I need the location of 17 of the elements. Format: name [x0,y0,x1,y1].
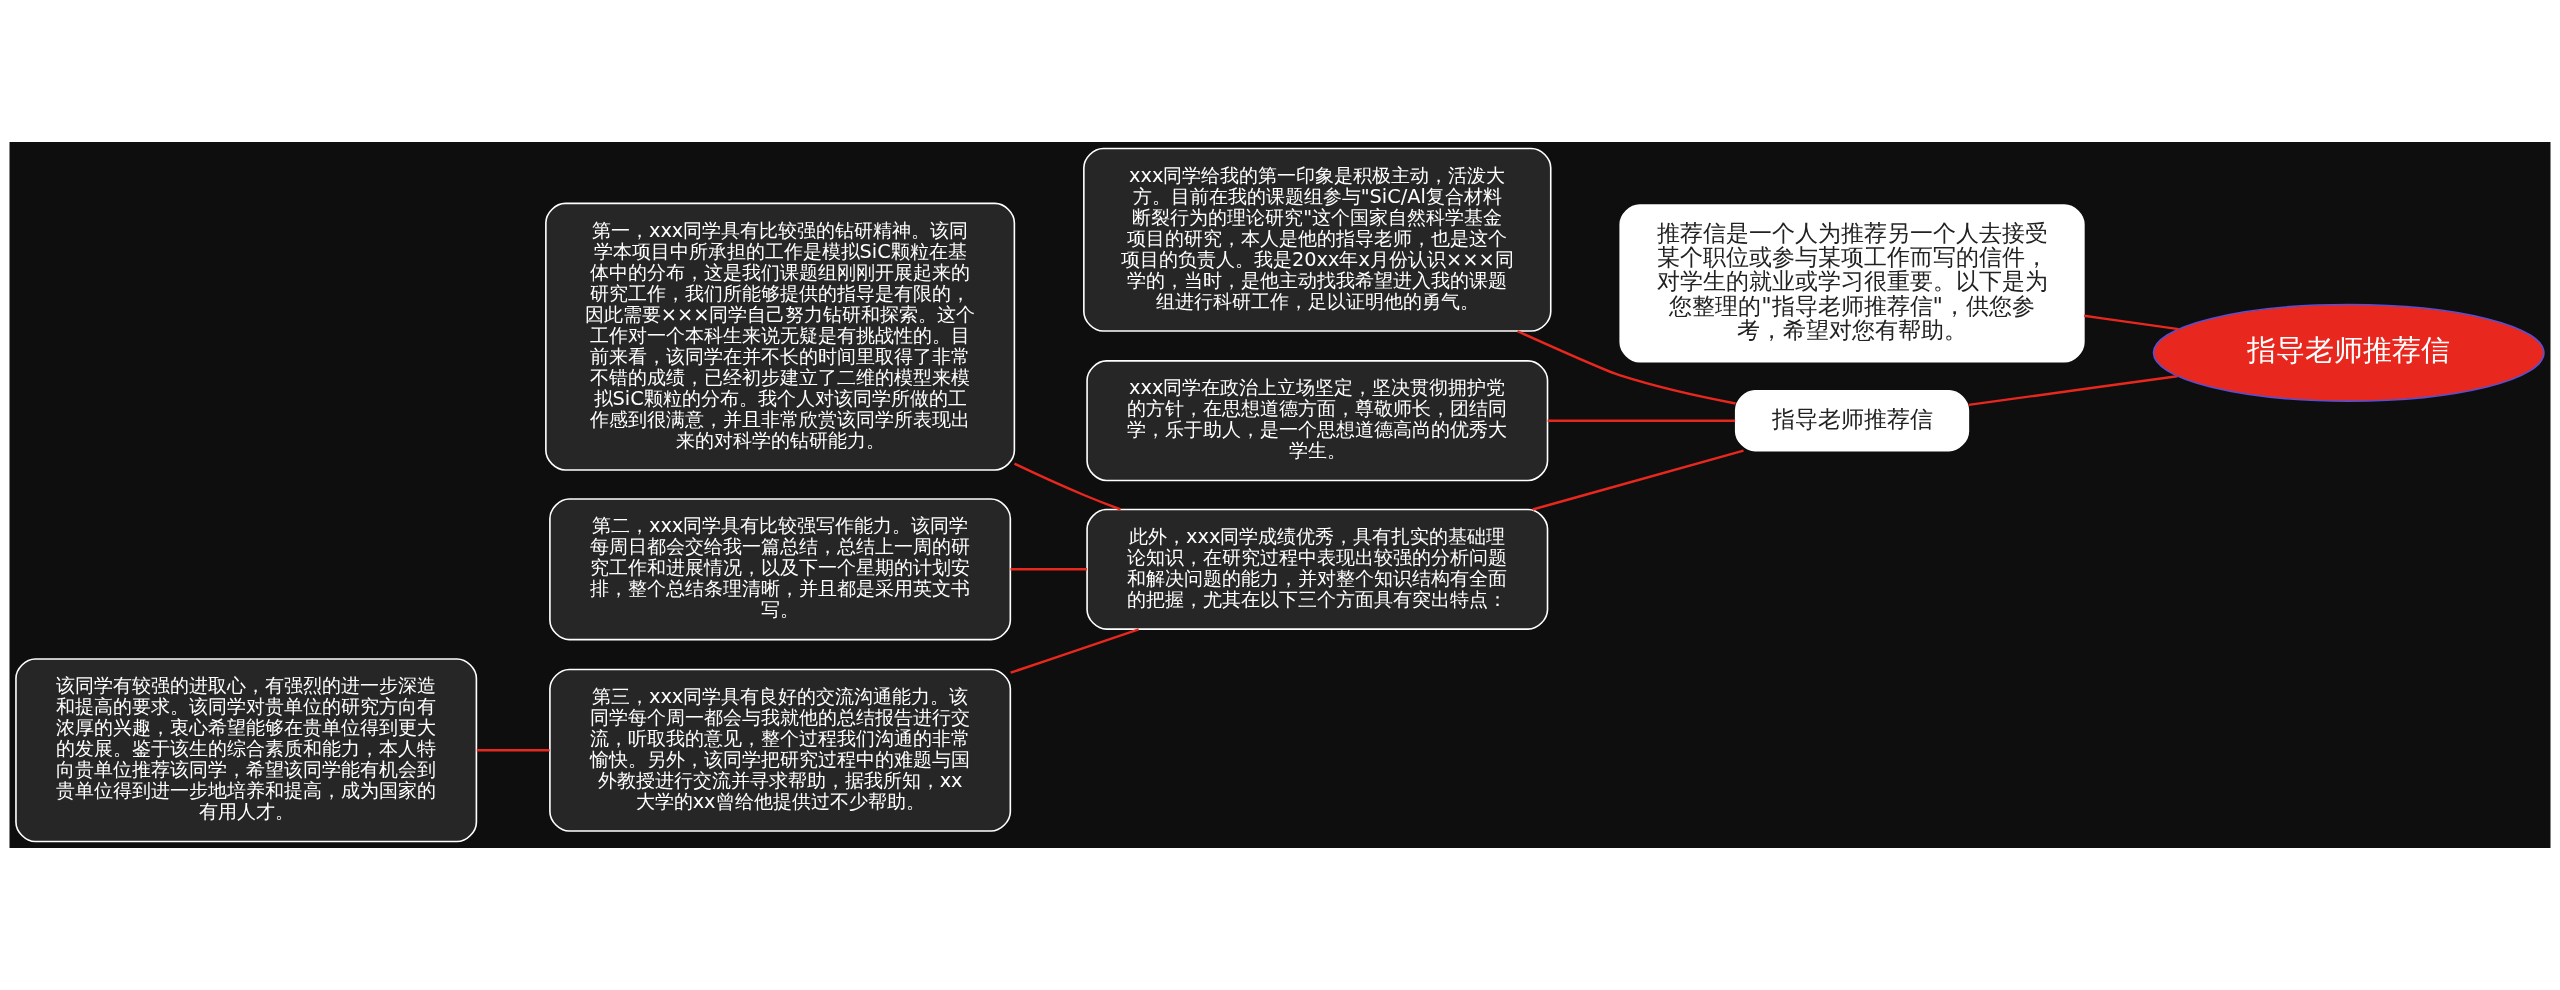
node-box: 指导老师推荐信 [1734,390,1970,452]
node-box: 第三，xxx同学具有良好的交流沟通能力。该同学每个周一都会与我就他的总结报告进行交流，听取我的意见，整个过程我们沟通的非常愉快。另外，该同学把研究过程中的难题与国外教授进行交流并寻求帮助，据我所知，xx大学的xx曾给他提供过不少帮助。 [549,668,1012,832]
connector [1968,375,2178,407]
node-box: xxx同学在政治上立场坚定，坚决贯彻拥护党的方针，在思想道德方面，尊敬师长，团结同学，乐于助人，是一个思想道德高尚的优秀大学生。 [1086,360,1549,482]
node-ellipse: 指导老师推荐信 [2152,303,2545,402]
connector [1010,568,1087,571]
connector [1010,628,1139,674]
node-box: 第一，xxx同学具有比较强的钻研精神。该同学本项目中所承担的工作是模拟SiC颗粒在基体中的分布，这是我们课题组刚刚开展起来的研究工作，我们所能够提供的指导是有限的，因此需要×××同学自己努力钻研和探索。这个工作对一个本科生来说无疑是有挑战性的。目前来看，该同学在并不长的时间里取得了非常不错的成绩，已经初步建立了二维的模型来模拟SiC颗粒的分布。我个人对该同学所做的工作感到很满意，并且非常欣赏该同学所表现出来的对科学的钻研能力。 [545,202,1016,471]
node-box: 第二，xxx同学具有比较强写作能力。该同学每周日都会交给我一篇总结，总结上一周的研究工作和进展情况，以及下一个星期的计划安排，整个总结条理清晰，并且都是采用英文书写。 [549,498,1012,641]
connector [476,749,550,752]
connector [2084,314,2179,331]
connector [1532,449,1744,511]
node-box: xxx同学给我的第一印象是积极主动，活泼大方。目前在我的课题组参与"SiC/Al复合材料断裂行为的理论研究"这个国家自然科学基金项目的研究，本人是他的指导老师，也是这个项目的负责人。我是20xx年x月份认识×××同学的，当时，是他主动找我希望进入我的课题组进行科研工作，足以证明他的勇气。 [1083,147,1552,332]
node-box: 该同学有较强的进取心，有强烈的进一步深造和提高的要求。该同学对贵单位的研究方向有浓厚的兴趣，衷心希望能够在贵单位得到更大的发展。鉴于该生的综合素质和能力，本人特向贵单位推荐该同学，希望该同学能有机会到贵单位得到进一步地培养和提高，成为国家的有用人才。 [15,658,478,843]
connector [1547,419,1736,422]
node-box: 此外，xxx同学成绩优秀，具有扎实的基础理论知识，在研究过程中表现出较强的分析问题和解决问题的能力，并对整个知识结构有全面的把握，尤其在以下三个方面具有突出特点： [1086,508,1549,630]
node-box: 推荐信是一个人为推荐另一个人去接受某个职位或参与某项工作而写的信件，对学生的就业或学习很重要。以下是为您整理的"指导老师推荐信"，供您参考，希望对您有帮助。 [1619,204,2085,363]
